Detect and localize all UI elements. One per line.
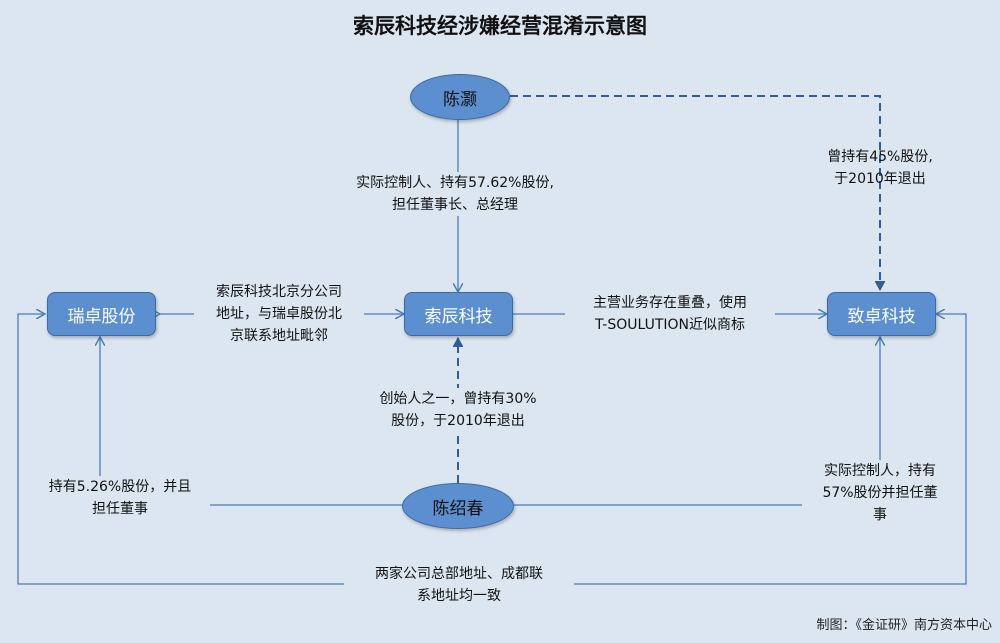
node-chenshaochun: 陈绍春 [402, 483, 514, 529]
label-bottom-link: 两家公司总部地址、成都联 系地址均一致 [344, 563, 574, 607]
label-ruizhuo-suochen: 索辰科技北京分公司 地址，与瑞卓股份北 京联系地址毗邻 [194, 281, 364, 347]
label-zhizhuo-suochen: 主营业务存在重叠，使用 T-SOULUTION近似商标 [565, 292, 775, 336]
line-chenhao-zhizhuo [510, 95, 880, 290]
node-chenhao: 陈灏 [410, 74, 510, 120]
credit: 制图：《金证研》南方资本中心 [816, 618, 992, 633]
label-chenhao-suochen: 实际控制人、持有57.62%股份, 担任董事长、总经理 [330, 172, 580, 216]
page-title: 索辰科技经涉嫌经营混淆示意图 [353, 14, 647, 38]
node-suochen: 索辰科技 [404, 292, 513, 336]
label-chenshaochun-zhizhuo: 实际控制人，持有 57%股份并担任董 事 [802, 460, 958, 526]
line-ruizhuo-zhizhuo-left [17, 314, 300, 585]
label-chenhao-zhizhuo: 曾持有45%股份, 于2010年退出 [827, 149, 933, 187]
line-ruizhuo-zhizhuo-right [300, 314, 967, 585]
label-chenshaochun-ruizhuo: 持有5.26%股份，并且 担任董事 [30, 476, 210, 520]
label-chenshaochun-suochen: 创始人之一，曾持有30% 股份，于2010年退出 [350, 388, 566, 432]
node-zhizhuo: 致卓科技 [827, 292, 936, 336]
node-ruizhuo: 瑞卓股份 [47, 292, 156, 336]
